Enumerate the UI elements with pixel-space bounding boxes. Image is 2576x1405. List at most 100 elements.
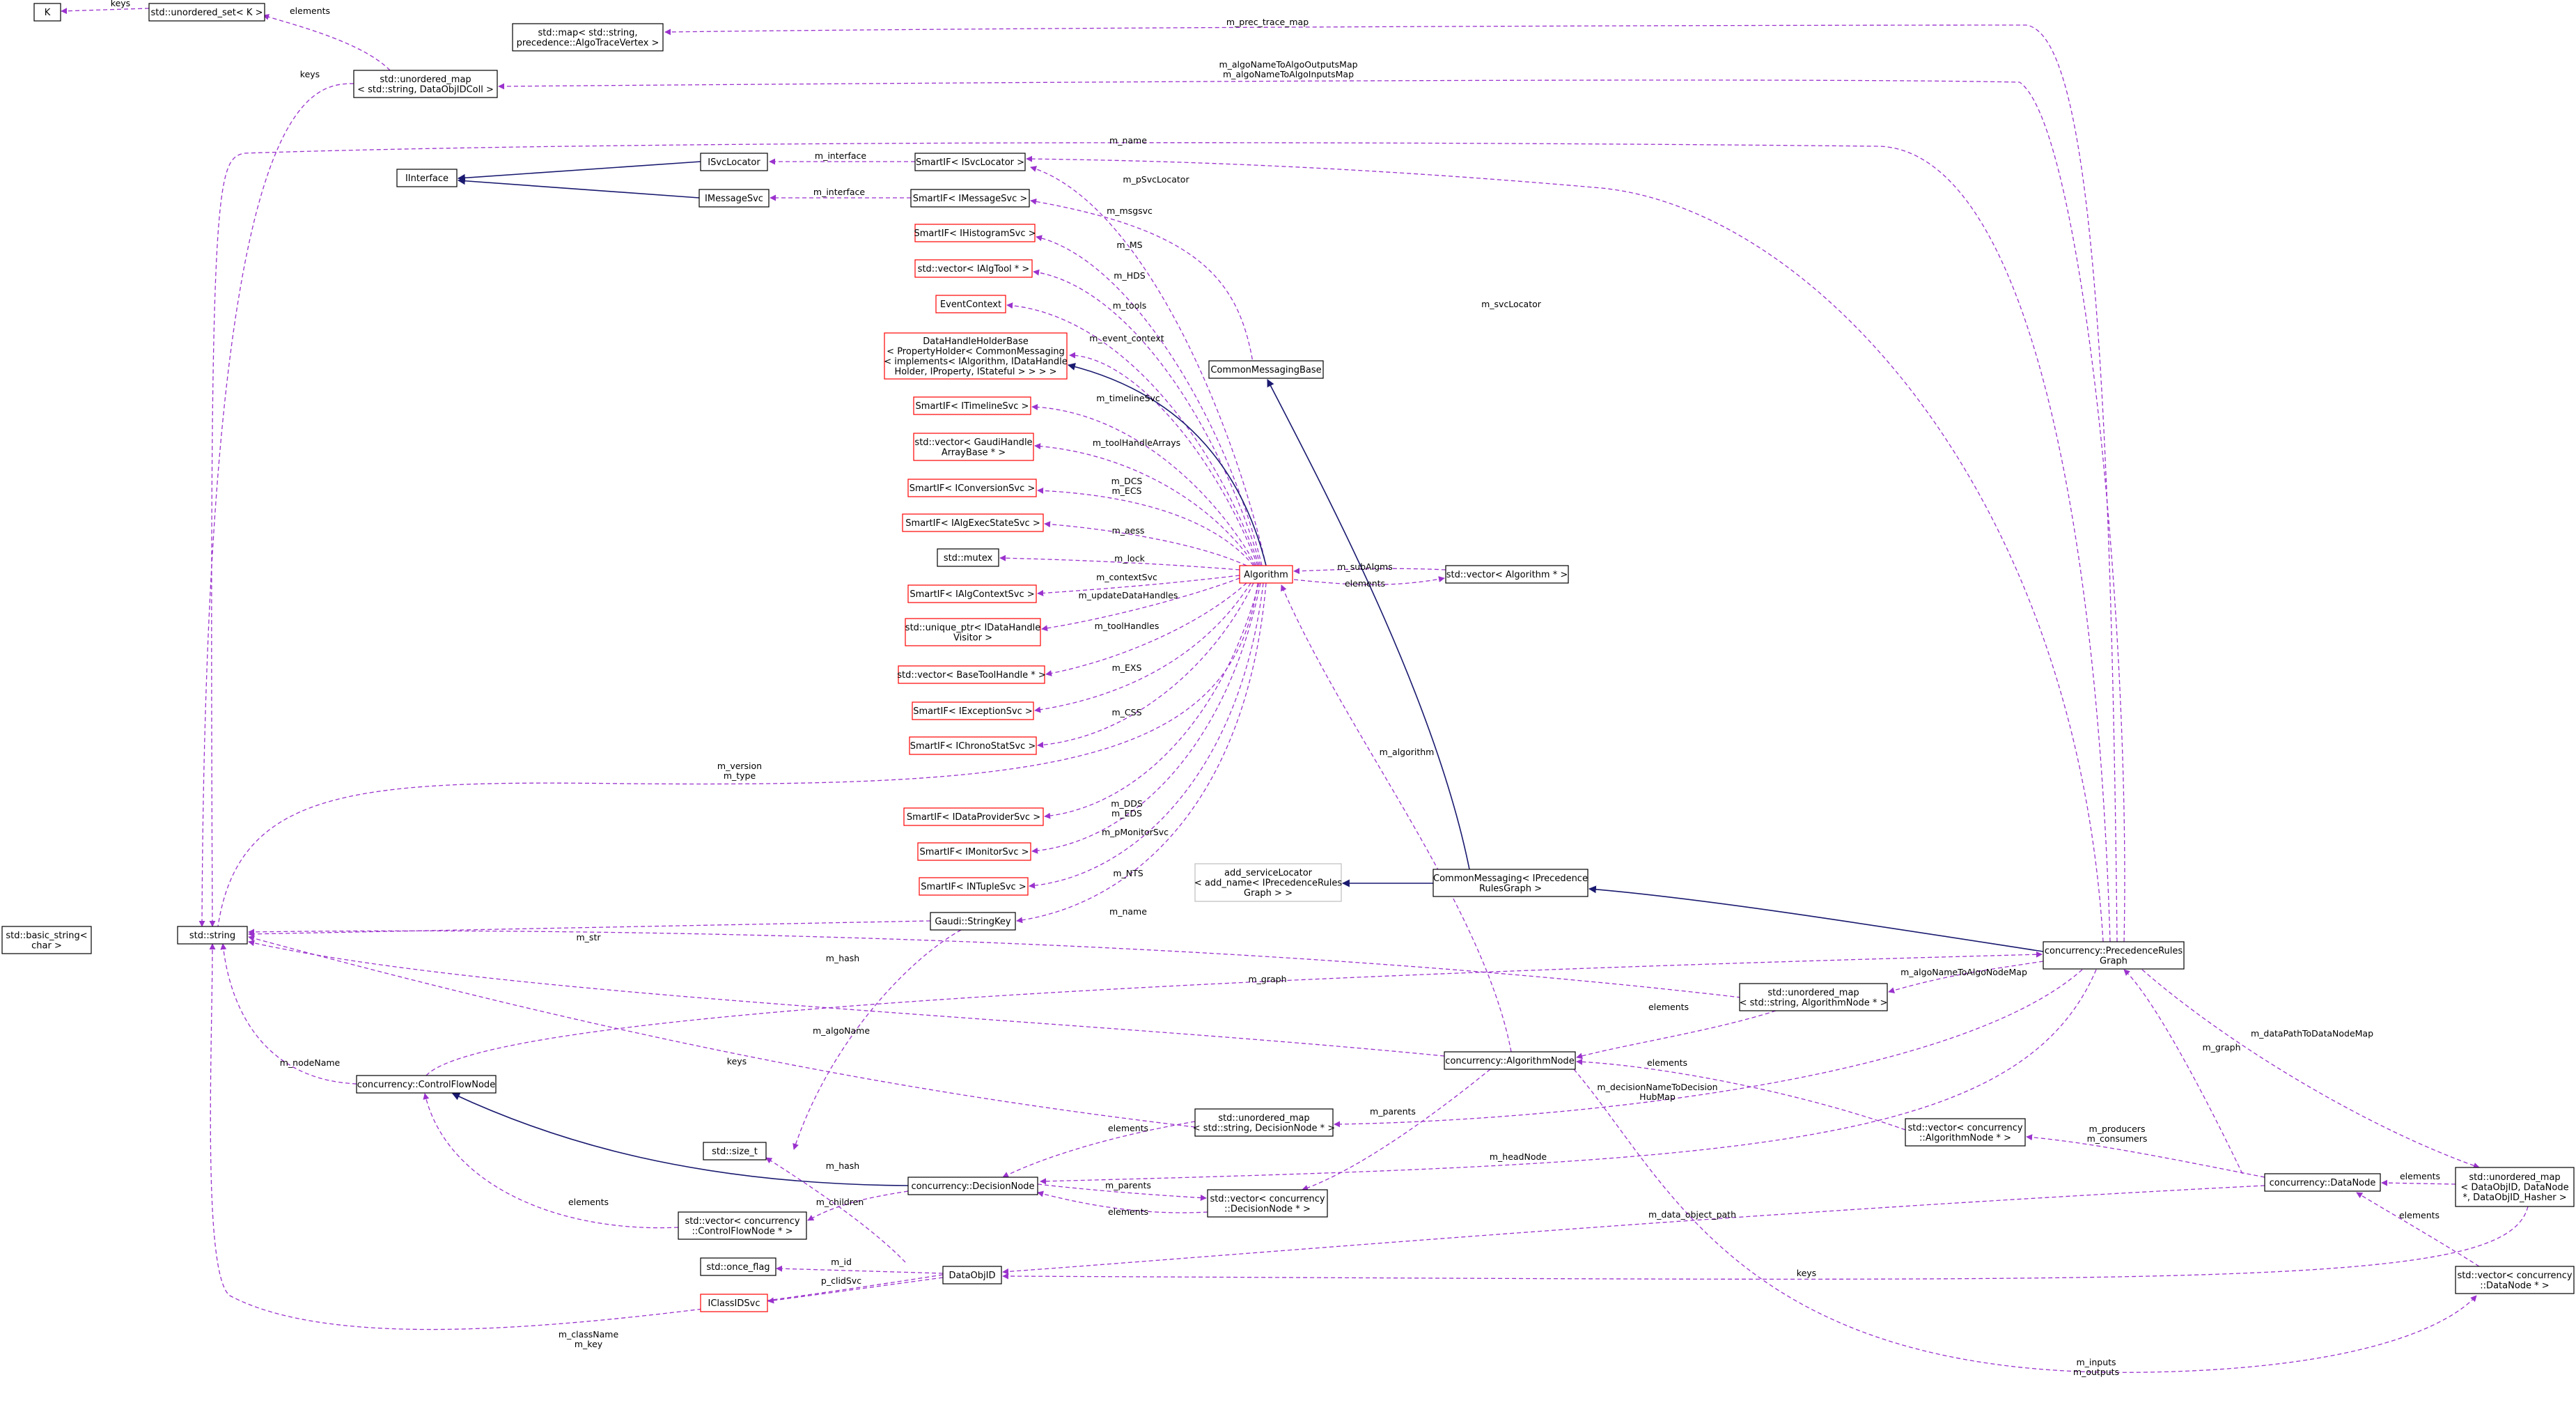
class-node-box (2043, 941, 2185, 970)
class-node-vector-algorithm[interactable]: std::vector< Algorithm * > (1445, 565, 1569, 584)
edge-label: elements (1648, 1002, 1689, 1012)
class-node-gaudi-stringkey[interactable]: Gaudi::StringKey (930, 912, 1016, 931)
class-node-smartif-isvclocator[interactable]: SmartIF< ISvcLocator > (914, 153, 1026, 171)
class-node-map-algotrace[interactable]: std::map< std::string,precedence::AlgoTr… (512, 23, 664, 52)
class-node-label-line: ::AlgorithmNode * > (1919, 1133, 2011, 1143)
edge-label-line: m_timelineSvc (1096, 393, 1160, 403)
edge-label-line: m_EXS (1112, 662, 1142, 673)
class-node-smartif-itimelinesvc[interactable]: SmartIF< ITimelineSvc > (913, 396, 1031, 415)
class-node-vector-ialgtool[interactable]: std::vector< IAlgTool * > (914, 259, 1033, 278)
class-node-unordered-map-dataobjid-datanode[interactable]: std::unordered_map< DataObjID, DataNode*… (2455, 1167, 2575, 1207)
class-node-label: SmartIF< ISvcLocator > (916, 157, 1024, 168)
class-node-smartif-ihistogramsvc[interactable]: SmartIF< IHistogramSvc > (914, 224, 1036, 242)
dependency-edge (1044, 582, 1260, 819)
class-node-box (914, 259, 1033, 278)
class-node-k[interactable]: K (33, 3, 61, 22)
edge-label-line: m_hash (826, 1161, 859, 1171)
dependency-edge (1576, 1058, 1906, 1131)
class-node-box (930, 912, 1016, 931)
class-node-once-flag[interactable]: std::once_flag (700, 1257, 776, 1276)
class-node-iinterface[interactable]: IInterface (396, 169, 458, 187)
class-node-datanode[interactable]: concurrency::DataNode (2264, 1173, 2381, 1192)
class-node-isvclocator[interactable]: ISvcLocator (700, 153, 768, 171)
class-node-label-line: std::once_flag (706, 1262, 770, 1273)
class-node-vector-controlflownode[interactable]: std::vector< concurrency::ControlFlowNod… (678, 1211, 807, 1240)
class-node-box (898, 665, 1045, 684)
class-node-algorithm[interactable]: Algorithm (1239, 565, 1293, 584)
class-node-decisionnode[interactable]: concurrency::DecisionNode (907, 1177, 1038, 1195)
dependency-edge (1037, 1190, 1208, 1213)
dependency-edge (793, 929, 962, 1150)
class-node-string[interactable]: std::string (177, 926, 248, 945)
dependency-edge (1037, 1183, 1207, 1201)
class-node-box (914, 224, 1036, 242)
edge-label-line: elements (1108, 1206, 1148, 1217)
edge-label: m_MS (1116, 240, 1142, 250)
class-node-datahandleholderbase[interactable]: DataHandleHolderBase< PropertyHolder< Co… (884, 332, 1068, 380)
dependency-edge (765, 1157, 906, 1263)
class-node-iclassidsvc[interactable]: IClassIDSvc (700, 1294, 768, 1312)
class-node-imessagesvc[interactable]: IMessageSvc (698, 189, 770, 208)
class-node-box (942, 1266, 1002, 1284)
class-node-vector-algorithmnode[interactable]: std::vector< concurrency::AlgorithmNode … (1905, 1118, 2026, 1147)
dependency-edge (1002, 1185, 2265, 1275)
class-node-vector-datanode[interactable]: std::vector< concurrency::DataNode * > (2455, 1266, 2575, 1294)
class-node-add-servicelocator[interactable]: add_serviceLocator< add_name< IPrecedenc… (1194, 863, 1342, 902)
class-node-smartif-ialgcontextsvc[interactable]: SmartIF< IAlgContextSvc > (907, 584, 1037, 603)
class-node-smartif-imonitorsvc[interactable]: SmartIF< IMonitorSvc > (917, 842, 1031, 861)
class-node-unordered-map-decisionnode[interactable]: std::unordered_map< std::string, Decisio… (1193, 1108, 1335, 1137)
edge-label: elements (1345, 578, 1385, 589)
class-node-basic-string[interactable]: std::basic_string<char > (1, 926, 92, 954)
edge-label-line: m_CSS (1111, 707, 1141, 717)
class-node-box (905, 618, 1041, 646)
class-node-commonmessagingbase[interactable]: CommonMessagingBase (1208, 360, 1324, 379)
class-node-algorithmnode[interactable]: concurrency::AlgorithmNode (1444, 1051, 1576, 1070)
class-node-smartif-iexceptionsvc[interactable]: SmartIF< IExceptionSvc > (912, 701, 1034, 720)
class-node-vector-basetoolhandle[interactable]: std::vector< BaseToolHandle * > (897, 665, 1046, 684)
edge-label-line: m_graph (1248, 974, 1286, 984)
class-node-label: SmartIF< IMessageSvc > (913, 194, 1028, 204)
class-node-smartif-ialgexecstatesvc[interactable]: SmartIF< IAlgExecStateSvc > (902, 513, 1044, 532)
class-node-label: concurrency::DecisionNode (911, 1181, 1034, 1192)
class-node-label: DataHandleHolderBase< PropertyHolder< Co… (884, 336, 1067, 378)
class-node-mutex[interactable]: std::mutex (937, 548, 999, 567)
class-node-dataobjid[interactable]: DataObjID (942, 1266, 1002, 1284)
class-node-controlflownode[interactable]: concurrency::ControlFlowNode (356, 1075, 497, 1094)
class-node-smartif-iconversionsvc[interactable]: SmartIF< IConversionSvc > (907, 479, 1037, 497)
edge-label: m_nodeName (280, 1057, 341, 1068)
dependency-edge (2141, 969, 2480, 1169)
class-node-smartif-idataprovidersvc[interactable]: SmartIF< IDataProviderSvc > (903, 807, 1044, 826)
class-node-smartif-ichronostatsvc[interactable]: SmartIF< IChronoStatSvc > (909, 736, 1037, 755)
class-node-size-t[interactable]: std::size_t (703, 1142, 767, 1161)
class-node-vector-decisionnode[interactable]: std::vector< concurrency::DecisionNode *… (1207, 1189, 1328, 1218)
dependency-edge (498, 79, 2125, 942)
class-node-unordered-map-algorithmnode[interactable]: std::unordered_map< std::string, Algorit… (1739, 983, 1888, 1011)
class-node-unordered-map-dataobj[interactable]: std::unordered_map< std::string, DataObj… (353, 70, 498, 98)
class-node-box (1194, 863, 1342, 902)
class-node-eventcontext[interactable]: EventContext (935, 295, 1006, 313)
class-node-label: std::unordered_map< std::string, Algorit… (1740, 988, 1888, 1009)
class-node-box (177, 926, 248, 945)
edge-label: keys (300, 69, 320, 79)
class-node-unordered-set-k[interactable]: std::unordered_set< K > (148, 3, 265, 22)
class-node-smartif-imessagesvc[interactable]: SmartIF< IMessageSvc > (910, 189, 1030, 208)
edge-label: m_children (816, 1197, 864, 1207)
class-node-label-line: SmartIF< IAlgExecStateSvc > (905, 518, 1040, 529)
class-node-label: ISvcLocator (708, 157, 760, 168)
edge-label: elements (1108, 1123, 1148, 1133)
class-node-label-line: < std::string, AlgorithmNode * > (1740, 998, 1888, 1008)
class-node-smartif-intuplesvc[interactable]: SmartIF< INTupleSvc > (919, 877, 1029, 896)
class-node-label-line: char > (31, 940, 62, 951)
class-node-label: std::unordered_map< std::string, DataObj… (357, 75, 494, 95)
edge-label-line: m_lock (1114, 553, 1145, 564)
class-node-label-line: concurrency::PrecedenceRules (2045, 946, 2183, 956)
